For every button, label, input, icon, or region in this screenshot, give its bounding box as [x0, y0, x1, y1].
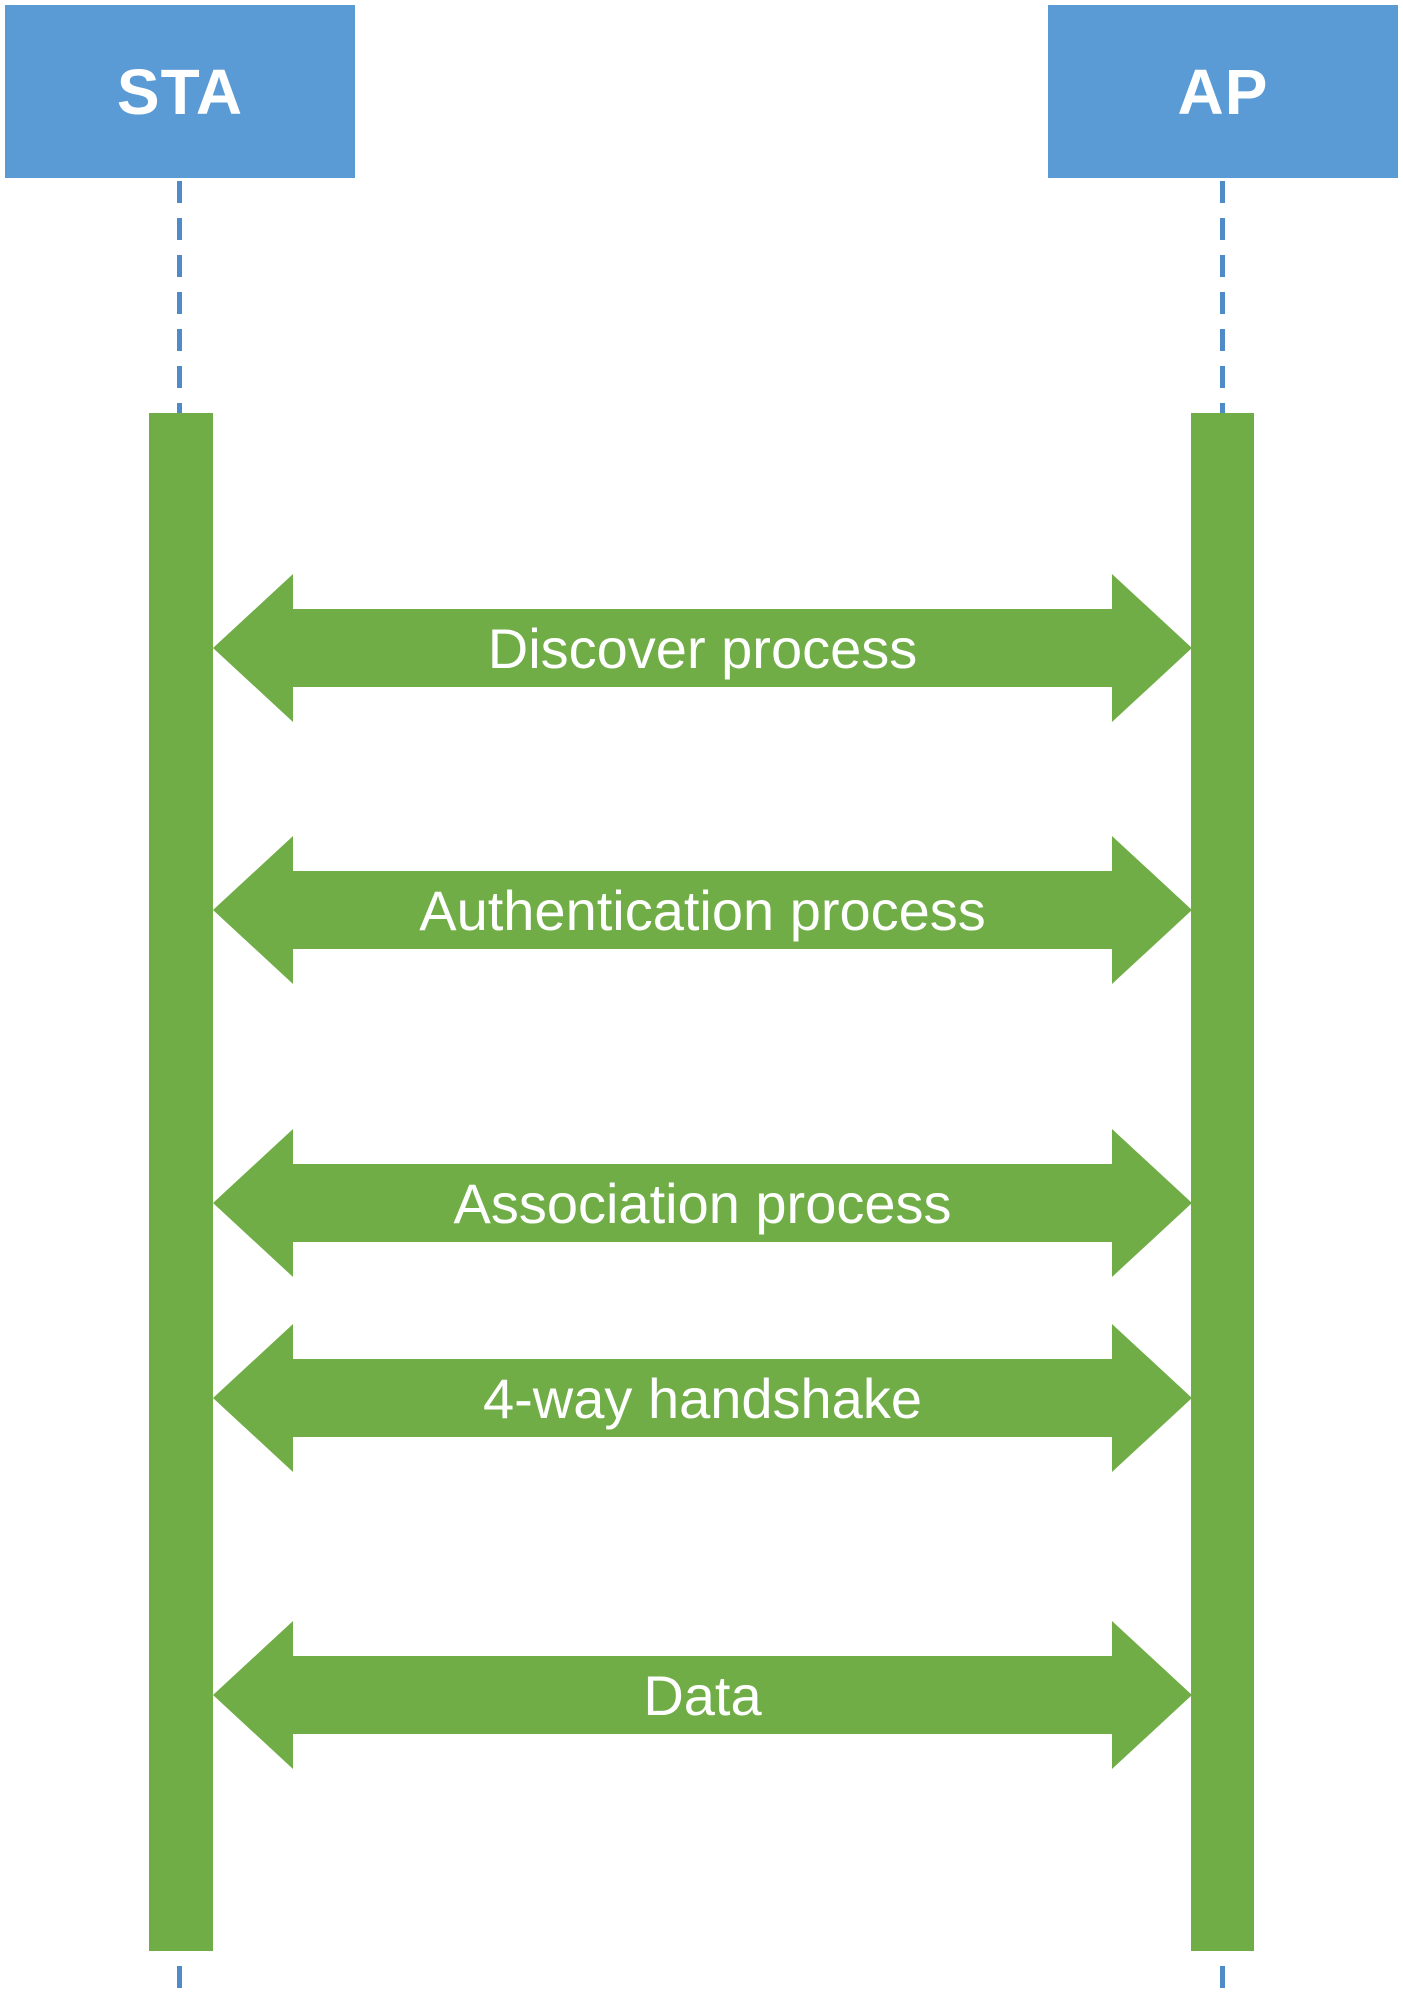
arrow-4-way-handshake: 4-way handshake	[213, 1324, 1192, 1472]
arrow-data: Data	[213, 1621, 1192, 1769]
actor-label-sta: STA	[116, 55, 244, 128]
lifeline-sta-lower	[177, 1966, 182, 2003]
activation-bar-sta	[149, 413, 213, 1951]
double-arrow-shape	[213, 1129, 1192, 1277]
double-arrow-shape	[213, 1621, 1192, 1769]
double-arrow-shape	[213, 836, 1192, 984]
arrow-label-authentication-process: Authentication process	[419, 878, 986, 942]
actor-box-sta: STA	[5, 5, 355, 178]
lifeline-ap-upper	[1220, 181, 1225, 413]
activation-bar-ap	[1191, 413, 1254, 1951]
arrow-label-discover-process: Discover process	[487, 616, 918, 680]
arrow-discover-process: Discover process	[213, 574, 1192, 722]
double-arrow-shape	[213, 574, 1192, 722]
double-arrow-shape	[213, 1324, 1192, 1472]
arrow-authentication-process: Authentication process	[213, 836, 1192, 984]
arrow-label-data: Data	[643, 1663, 762, 1727]
arrow-label-association-process: Association process	[453, 1171, 952, 1235]
arrow-label-4-way-handshake: 4-way handshake	[483, 1366, 922, 1430]
lifeline-sta-upper	[177, 181, 182, 413]
actor-box-ap: AP	[1048, 5, 1398, 178]
arrow-association-process: Association process	[213, 1129, 1192, 1277]
lifeline-ap-lower	[1220, 1966, 1225, 2003]
actor-label-ap: AP	[1177, 55, 1269, 128]
